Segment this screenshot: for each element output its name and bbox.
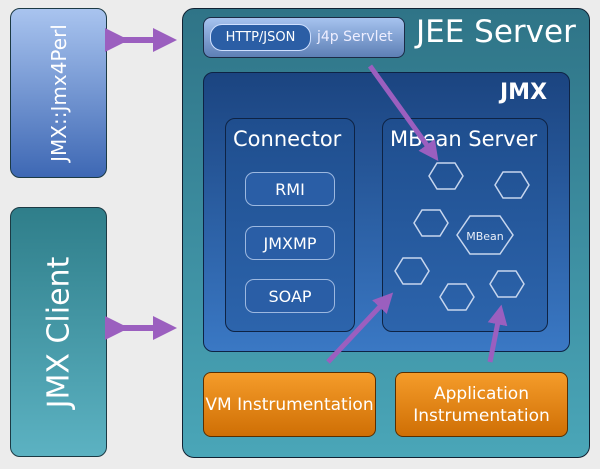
http-json-badge: HTTP/JSON bbox=[210, 24, 311, 51]
mbean-server-box bbox=[382, 118, 548, 332]
servlet-to-mbean-arrow bbox=[367, 64, 439, 162]
jee-server-title: JEE Server bbox=[416, 14, 576, 50]
vm-instrumentation-box: VM Instrumentation bbox=[203, 372, 376, 437]
jmx-client-box: JMX Client bbox=[10, 207, 107, 457]
mbean-hexagon bbox=[428, 162, 464, 190]
mbean-hexagon bbox=[439, 283, 475, 311]
application-instrumentation-box: Application Instrumentation bbox=[395, 372, 568, 437]
mbean-hexagon bbox=[494, 171, 530, 199]
connector-title: Connector bbox=[233, 127, 342, 151]
connector-rmi: RMI bbox=[245, 172, 335, 206]
mbean-hexagon bbox=[489, 270, 525, 298]
mbean-label: MBean bbox=[466, 230, 504, 243]
app-to-mbean-arrow bbox=[487, 304, 508, 363]
mbean-hexagon-labeled bbox=[456, 215, 514, 255]
connector-jmxmp: JMXMP bbox=[245, 226, 335, 260]
connector-soap: SOAP bbox=[245, 279, 335, 313]
vm-to-mbean-arrow bbox=[326, 292, 394, 364]
jmx4perl-box: JMX::Jmx4Perl bbox=[10, 8, 107, 178]
mbean-hexagon bbox=[413, 209, 449, 237]
mbean-hexagon bbox=[394, 257, 430, 285]
jmx-title: JMX bbox=[500, 80, 548, 105]
j4p-servlet-label: j4p Servlet bbox=[317, 29, 393, 45]
